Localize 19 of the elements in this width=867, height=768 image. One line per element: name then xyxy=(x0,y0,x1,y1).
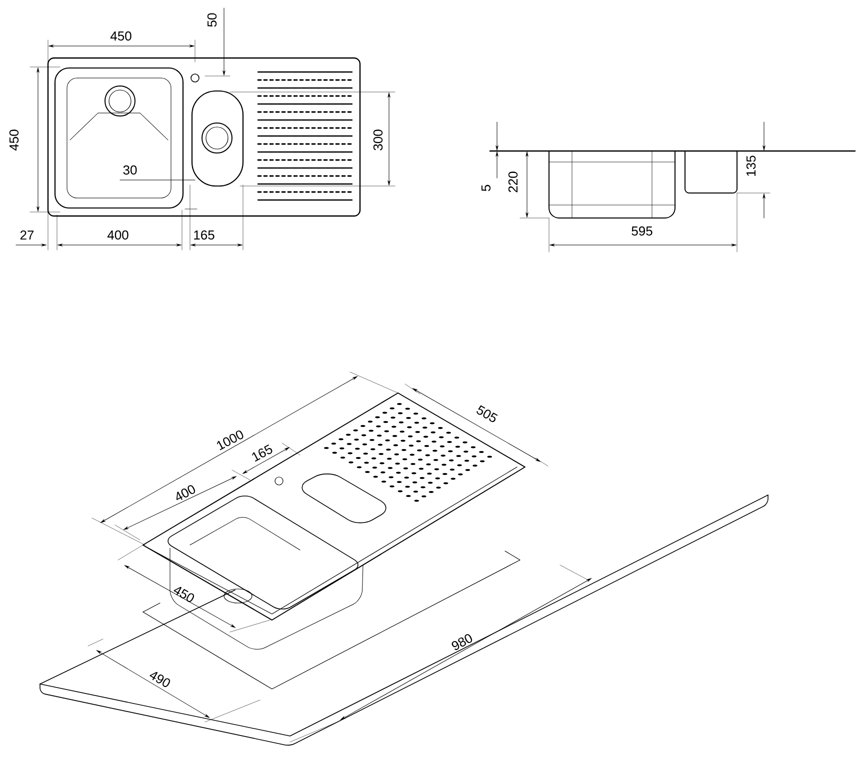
dimension-label: 165 xyxy=(252,444,272,462)
dimension-label: 450 xyxy=(110,31,132,41)
dimension-label: 27 xyxy=(20,230,34,240)
dimension-label: 505 xyxy=(476,405,498,422)
dimension-label: 595 xyxy=(632,226,652,236)
dimension-label: 450 xyxy=(174,586,194,602)
dimension-label: 30 xyxy=(123,165,137,175)
dimension-label: 50 xyxy=(207,13,217,27)
dimension-label: 450 xyxy=(9,130,19,151)
dimension-label: 490 xyxy=(150,672,170,688)
dimension-label: 980 xyxy=(452,634,472,650)
dimension-label: 1000 xyxy=(216,430,244,450)
dimension-label: 5 xyxy=(481,184,491,192)
dimension-label: 165 xyxy=(194,230,214,240)
dimension-label: 220 xyxy=(508,172,518,192)
dimension-label: 135 xyxy=(746,156,756,176)
dimension-label: 400 xyxy=(176,485,196,500)
dimension-label: 300 xyxy=(373,130,383,150)
dimension-label: 400 xyxy=(107,230,128,240)
